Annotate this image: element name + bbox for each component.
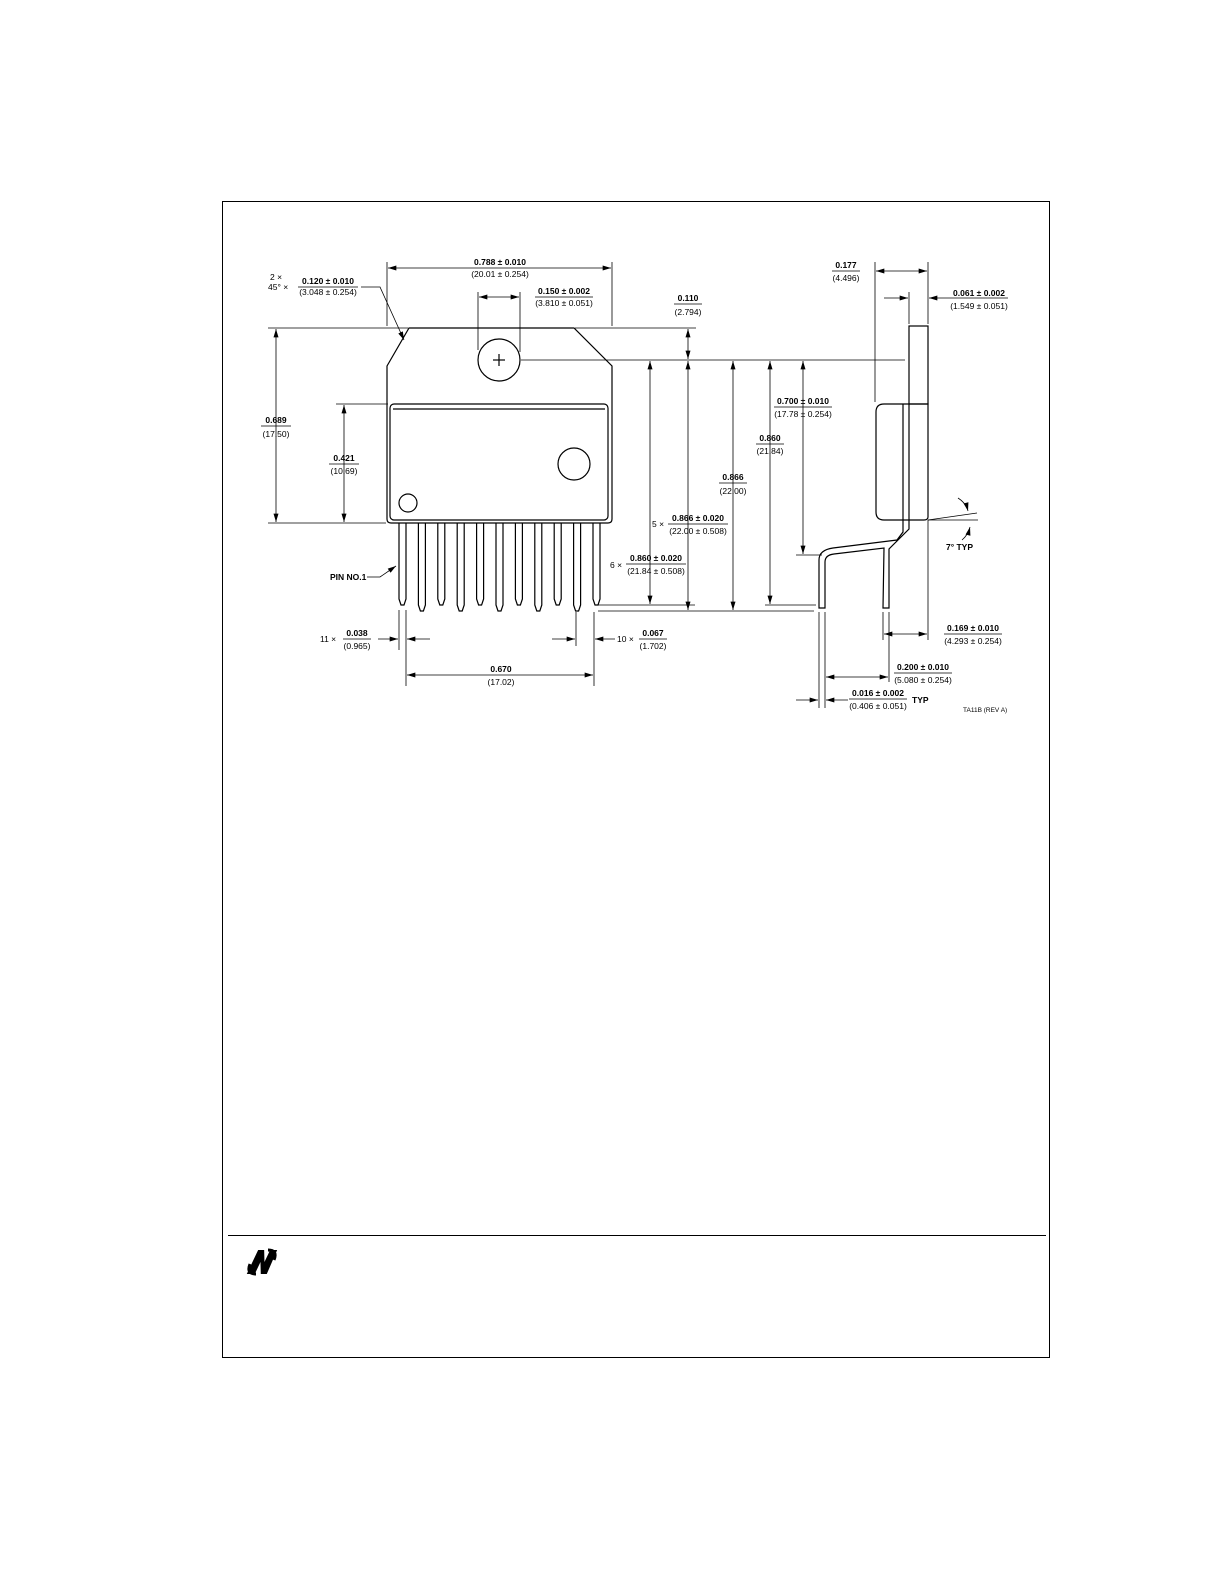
pin-6 [495, 523, 504, 612]
dim-pin-span-den: (17.02) [488, 677, 515, 687]
pin-11 [592, 523, 601, 606]
pin-9 [553, 523, 562, 606]
pin-1 [398, 523, 407, 606]
dim-side-0061-num: 0.061 ± 0.002 [953, 288, 1005, 298]
dim-side-0866-den: (22.00) [720, 486, 747, 496]
package-body-outline [386, 327, 613, 524]
dim-side-0860-den: (21.84) [757, 446, 784, 456]
pin-10 [573, 523, 582, 612]
dim-hole-offset-den: (3.810 ± 0.051) [535, 298, 593, 308]
front-dimension-lines [268, 262, 905, 686]
side-view [818, 325, 978, 609]
dim-hole-offset-num: 0.150 ± 0.002 [538, 286, 590, 296]
dim-angle: 7° TYP [946, 542, 973, 552]
dim-chamfer-den: (3.048 ± 0.254) [299, 287, 357, 297]
dim-side-0061-den: (1.549 ± 0.051) [950, 301, 1008, 311]
pin1-marker [398, 493, 418, 513]
dim-tab-top-num: 0.110 [678, 293, 699, 303]
dim-side-0016-den: (0.406 ± 0.051) [849, 701, 907, 711]
dim-side-0866-num: 0.866 [722, 472, 744, 482]
dim-pins-five-mult: 5 × [652, 519, 664, 529]
dim-pin-pitch-num: 0.067 [642, 628, 664, 638]
molded-body [389, 403, 609, 521]
dim-pins-six-den: (21.84 ± 0.508) [627, 566, 685, 576]
dim-chamfer-num: 0.120 ± 0.010 [302, 276, 354, 286]
dim-chamfer-mult-a: 2 × [270, 272, 282, 282]
dim-side-0200-num: 0.200 ± 0.010 [897, 662, 949, 672]
pin1-label: PIN NO.1 [330, 572, 367, 582]
dim-pin-width-den: (0.965) [344, 641, 371, 651]
dim-side-0016-suffix: TYP [912, 695, 929, 705]
dim-top-width-den: (20.01 ± 0.254) [471, 269, 529, 279]
bent-lead [818, 520, 910, 609]
dim-pin-width-mult: 11 × [320, 634, 336, 644]
dim-body-height-den: (10.69) [331, 466, 358, 476]
dim-height-total-den: (17.50) [263, 429, 290, 439]
pin-4 [456, 523, 465, 612]
dim-top-width-num: 0.788 ± 0.010 [474, 257, 526, 267]
pin-2 [417, 523, 426, 612]
pin-5 [476, 523, 485, 606]
front-view [386, 327, 613, 524]
footer-rule [228, 1235, 1046, 1236]
dim-pin-pitch-mult: 10 × [617, 634, 634, 644]
dim-side-0200-den: (5.080 ± 0.254) [894, 675, 952, 685]
dim-tab-top-den: (2.794) [675, 307, 702, 317]
dim-side-0177-num: 0.177 [835, 260, 857, 270]
side-dimension-lines [730, 262, 971, 708]
dimension-labels: 0.788 ± 0.010 (20.01 ± 0.254) 2 × 45° × … [261, 257, 1008, 714]
dim-side-0016-num: 0.016 ± 0.002 [852, 688, 904, 698]
dim-pins-five-num: 0.866 ± 0.020 [672, 513, 724, 523]
dim-side-0177-den: (4.496) [833, 273, 860, 283]
dim-chamfer-mult-b: 45° × [268, 282, 288, 292]
national-semiconductor-logo [246, 1248, 278, 1276]
pin-8 [534, 523, 543, 612]
dim-pins-five-den: (22.00 ± 0.508) [669, 526, 727, 536]
dim-height-total-num: 0.689 [265, 415, 287, 425]
dim-side-0860-num: 0.860 [759, 433, 781, 443]
dim-side-0700-num: 0.700 ± 0.010 [777, 396, 829, 406]
pin-3 [437, 523, 446, 606]
pins [398, 523, 601, 612]
drawing-id: TA11B (REV A) [963, 707, 1007, 714]
ejector-mark [557, 447, 591, 481]
dim-side-0169-den: (4.293 ± 0.254) [944, 636, 1002, 646]
page-frame [222, 201, 1050, 1358]
dim-body-height-num: 0.421 [333, 453, 355, 463]
dim-side-0700-den: (17.78 ± 0.254) [774, 409, 832, 419]
dim-pin-width-num: 0.038 [346, 628, 368, 638]
dim-pin-span-num: 0.670 [490, 664, 512, 674]
dim-side-0169-num: 0.169 ± 0.010 [947, 623, 999, 633]
side-body [875, 403, 929, 521]
mounting-hole [477, 338, 521, 382]
dim-pin-pitch-den: (1.702) [640, 641, 667, 651]
dim-pins-six-mult: 6 × [610, 560, 622, 570]
pin-7 [514, 523, 523, 606]
heat-tab [908, 325, 929, 405]
dim-pins-six-num: 0.860 ± 0.020 [630, 553, 682, 563]
